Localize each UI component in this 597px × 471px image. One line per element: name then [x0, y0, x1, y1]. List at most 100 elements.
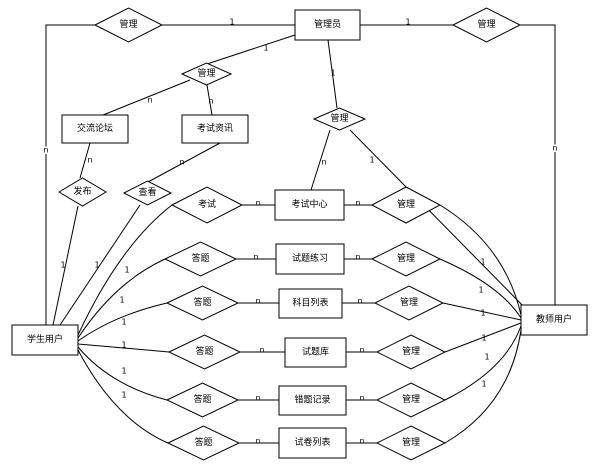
entity-question-bank[interactable]	[284, 337, 347, 368]
label-teacher: 教师用户	[536, 313, 572, 325]
line-student-answer-1	[77, 258, 166, 339]
connector-lines	[45, 24, 556, 444]
label-news: 考试资讯	[197, 122, 233, 134]
line-manage-1-teacher	[439, 204, 522, 316]
card-forum-n: n	[87, 156, 92, 165]
rel-manage-admin-right[interactable]	[451, 7, 522, 43]
entity-teacher[interactable]	[520, 304, 588, 336]
label-subjects: 科目列表	[292, 297, 328, 309]
line-admin-manage-news	[206, 34, 296, 65]
line-student-answer-5	[77, 349, 169, 444]
rel-answer-papers[interactable]	[166, 425, 241, 461]
label-manage-news: 管理	[197, 67, 215, 79]
entity-forum[interactable]	[61, 114, 129, 144]
card-bank-n: n	[259, 346, 264, 355]
card-student-exam-1: 1	[124, 266, 129, 275]
label-manage-papers: 管理	[402, 436, 420, 448]
rel-answer-practice[interactable]	[163, 241, 238, 277]
card-student-answer5-1: 1	[121, 391, 126, 400]
card-papers-right-n: n	[359, 437, 364, 446]
card-view-1: 1	[94, 261, 99, 270]
entity-news[interactable]	[181, 114, 249, 144]
label-manage-bank: 管理	[402, 345, 420, 357]
rel-manage-center[interactable]	[370, 186, 442, 224]
rel-manage-news[interactable]	[180, 62, 233, 86]
entity-subjects[interactable]	[278, 288, 343, 319]
entity-boxes	[11, 9, 588, 459]
rel-view[interactable]	[122, 180, 173, 206]
line-manage-exam-teacher	[349, 129, 531, 314]
label-manage-practice: 管理	[397, 252, 415, 264]
label-manage-center: 管理	[397, 198, 415, 210]
entity-labels: 管理员 交流论坛 考试资讯 考试中心 试题练习 科目列表 试题库 错题记录 试卷…	[27, 18, 572, 448]
relationship-diamonds	[58, 7, 522, 461]
card-papers-n: n	[255, 437, 260, 446]
label-practice: 试题练习	[292, 252, 328, 264]
card-teacher-1e: 1	[484, 353, 489, 362]
card-student-answer1-1: 1	[119, 296, 124, 305]
label-manage-exam: 管理	[330, 112, 348, 124]
rel-manage-admin-left[interactable]	[93, 7, 164, 43]
cardinality-labels: n 1 1 n 1 n n 1 n 1 n n 1 1 1 1 1 1 1 1 …	[42, 18, 559, 446]
card-bank-right-n: n	[359, 346, 364, 355]
card-student-answer2-1: 1	[121, 318, 126, 327]
card-manage-news-n: n	[208, 97, 213, 106]
label-forum: 交流论坛	[77, 122, 113, 134]
card-manage-forum-n: n	[147, 96, 152, 105]
line-manage-2-teacher	[439, 258, 522, 319]
card-admin-right-1: 1	[405, 18, 410, 27]
card-right-n: n	[552, 144, 557, 153]
card-teacher-1b: 1	[478, 286, 483, 295]
label-exam: 考试	[198, 198, 216, 210]
label-student: 学生用户	[27, 333, 63, 345]
line-manage-6-teacher	[444, 329, 522, 444]
line-student-manage-left	[45, 24, 95, 325]
entity-admin[interactable]	[294, 9, 361, 41]
card-student-answer4-1: 1	[121, 367, 126, 376]
card-admin-news-1: 1	[263, 44, 268, 53]
card-manage-teacher-1: 1	[369, 156, 374, 165]
card-publish-1: 1	[60, 261, 65, 270]
relationship-labels: 管理 管理 管理 管理 发布 查看 考试 答题 答题 答题 答题 答题 管理 管…	[73, 18, 495, 448]
card-practice-right-n: n	[355, 253, 360, 262]
rel-answer-wrong[interactable]	[165, 382, 240, 418]
line-student-answer-2	[77, 302, 168, 342]
line-student-exam	[77, 204, 173, 336]
line-news-view	[147, 142, 221, 183]
entity-student[interactable]	[11, 324, 79, 356]
label-manage-subjects: 管理	[400, 296, 418, 308]
card-practice-n: n	[253, 253, 258, 262]
label-exam-center: 考试中心	[291, 198, 327, 210]
label-wrong-records: 错题记录	[294, 394, 330, 406]
label-papers: 试卷列表	[294, 436, 330, 448]
rel-manage-papers[interactable]	[375, 425, 447, 461]
card-teacher-1c: 1	[480, 309, 485, 318]
entity-exam-center[interactable]	[274, 189, 345, 221]
card-subjects-n: n	[255, 297, 260, 306]
rel-manage-practice[interactable]	[370, 241, 442, 277]
rel-manage-exam[interactable]	[312, 107, 367, 131]
line-manage-3-teacher	[442, 302, 522, 321]
card-student-answer3-1: 1	[121, 341, 126, 350]
card-wrong-n: n	[255, 394, 260, 403]
rel-answer-subjects[interactable]	[165, 285, 240, 321]
rel-manage-bank[interactable]	[375, 334, 447, 370]
rel-manage-wrong[interactable]	[375, 382, 447, 418]
card-wrong-right-n: n	[359, 394, 364, 403]
rel-publish[interactable]	[58, 177, 107, 207]
card-admin-exam-1: 1	[330, 69, 335, 78]
label-answer-practice: 答题	[191, 252, 209, 264]
entity-papers[interactable]	[278, 427, 347, 459]
line-student-answer-4	[77, 346, 168, 401]
label-answer-subjects: 答题	[193, 296, 211, 308]
rel-manage-subjects[interactable]	[373, 285, 445, 321]
entity-wrong-records[interactable]	[278, 385, 347, 416]
label-publish: 发布	[73, 185, 91, 197]
label-question-bank: 试题库	[302, 346, 329, 358]
rel-exam[interactable]	[170, 186, 244, 224]
card-subjects-right-n: n	[357, 297, 362, 306]
card-admin-left-1: 1	[229, 18, 234, 27]
entity-practice[interactable]	[275, 243, 345, 275]
rel-answer-bank[interactable]	[167, 334, 242, 370]
line-manage-5-teacher	[444, 325, 522, 401]
